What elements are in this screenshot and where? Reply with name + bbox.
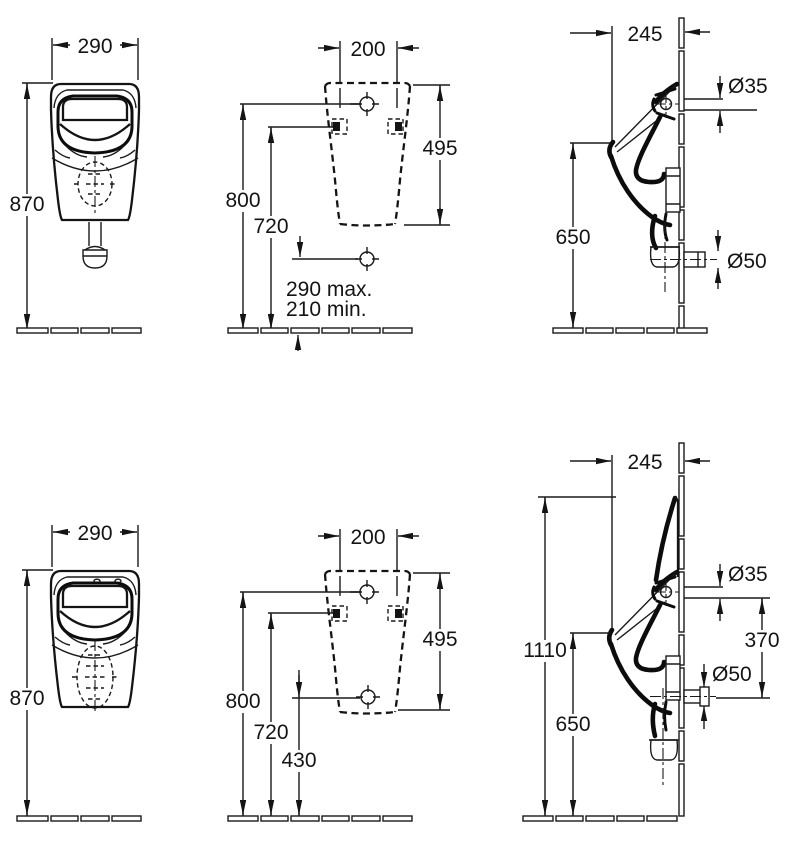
dim-label-870: 870	[9, 193, 44, 216]
dim-label-dia50: Ø50	[727, 250, 767, 273]
basin-rim	[56, 581, 134, 642]
inlet-spud	[651, 87, 679, 121]
outlet-elbow	[649, 686, 716, 788]
dimension-width-290: 290	[51, 522, 139, 567]
dim-label-1110: 1110	[523, 639, 567, 662]
dimension-height-650: 650	[551, 632, 610, 816]
dimension-width-200: 200	[318, 38, 419, 82]
dimension-height-495: 495	[398, 572, 463, 711]
dim-label-370: 370	[744, 629, 779, 652]
dim-label-dia35: Ø35	[728, 563, 768, 586]
dim-label-200: 200	[350, 38, 385, 61]
floor-hatch	[552, 327, 708, 334]
dimension-inlet-dia: Ø35	[684, 75, 768, 133]
dimension-height-495: 495	[404, 84, 463, 226]
basin-rim	[56, 94, 134, 155]
outer-shell	[608, 153, 673, 228]
dimension-height-1110: 1110	[516, 496, 616, 816]
inlet-hole	[339, 88, 398, 116]
dim-label-720: 720	[253, 215, 288, 238]
rear-outline-dashed	[323, 81, 412, 227]
dim-label-495: 495	[422, 137, 457, 160]
top-side-view: 245	[551, 17, 768, 334]
inner-bowl	[633, 602, 667, 673]
outer-shell	[608, 641, 673, 716]
dimension-outlet-dia: Ø50	[714, 230, 767, 289]
urinal-side-profile	[606, 495, 716, 788]
floor-hatch	[227, 327, 413, 334]
bottom-side-view: 245	[516, 442, 785, 822]
outlet-note-max: 290 max.	[286, 278, 372, 301]
floor-hatch	[522, 815, 678, 822]
dim-label-245: 245	[627, 451, 662, 474]
urinal-front-outline	[49, 569, 141, 709]
mounting-box	[665, 655, 681, 701]
outlet-elbow	[649, 222, 717, 292]
dimension-width-200: 200	[318, 526, 419, 570]
dim-label-290: 290	[77, 35, 112, 58]
dimension-height-720: 720	[249, 612, 333, 816]
hidden-trap-outline	[72, 640, 118, 713]
inlet-spud	[651, 575, 679, 609]
outlet-hole	[359, 251, 375, 267]
dim-label-290: 290	[77, 522, 112, 545]
mounting-box	[665, 167, 681, 213]
dim-label-650: 650	[555, 226, 590, 249]
outlet-hole	[356, 685, 380, 709]
dim-label-800: 800	[225, 189, 260, 212]
mounting-bracket-left	[331, 605, 348, 622]
tall-back-panel	[653, 495, 678, 583]
dim-label-200: 200	[350, 526, 385, 549]
dim-label-430: 430	[281, 749, 316, 772]
dimension-height-870: 870	[5, 569, 53, 816]
dim-label-650: 650	[555, 713, 590, 736]
bottom-rear-view: 200 800	[221, 526, 463, 822]
dim-label-800: 800	[225, 690, 260, 713]
top-front-view: 290 870	[5, 35, 142, 334]
dimension-height-650: 650	[551, 142, 610, 328]
outlet-note-min: 210 min.	[286, 298, 367, 321]
top-rear-view: 200 800	[221, 38, 463, 351]
basin-opening	[61, 97, 129, 122]
dimension-inlet-dia: Ø35	[684, 563, 770, 621]
mounting-bracket-right	[387, 118, 404, 135]
urinal-side-profile	[607, 81, 717, 292]
dimension-depth-245: 245	[570, 23, 710, 145]
inlet-hole	[339, 576, 398, 604]
wall-section	[678, 442, 685, 817]
spreader-bell	[82, 249, 108, 269]
hidden-trap-outline	[74, 156, 116, 214]
dimension-width-290: 290	[51, 35, 139, 80]
dim-label-dia35: Ø35	[728, 75, 768, 98]
dimension-height-430: 430	[277, 670, 360, 816]
dim-label-495: 495	[422, 628, 457, 651]
dim-label-245: 245	[627, 23, 662, 46]
dimension-outlet-dia: Ø50	[700, 663, 752, 729]
dimension-height-870: 870	[5, 82, 53, 330]
dimension-height-800: 800	[221, 591, 356, 816]
urinal-front-outline	[49, 82, 141, 222]
mounting-bracket-left	[331, 118, 348, 135]
flush-pipe	[82, 222, 108, 269]
outlet-hole-reference: 290 max. 210 min.	[286, 236, 379, 351]
rear-outline-dashed	[323, 569, 412, 715]
dim-label-720: 720	[253, 721, 288, 744]
floor-hatch	[16, 327, 142, 334]
dimension-depth-245: 245	[570, 451, 710, 630]
dim-label-dia50: Ø50	[712, 663, 752, 686]
floor-hatch	[16, 815, 142, 822]
floor-hatch	[227, 815, 413, 822]
dim-label-870: 870	[9, 687, 44, 710]
dimension-height-720: 720	[249, 126, 333, 330]
mounting-bracket-right	[387, 605, 404, 622]
dimension-height-370: 370	[716, 598, 785, 699]
basin-opening	[61, 584, 129, 609]
wall-section	[678, 17, 685, 331]
bottom-front-view: 290 870	[5, 522, 142, 822]
dimension-height-800: 800	[221, 103, 356, 330]
inner-bowl	[633, 114, 667, 185]
